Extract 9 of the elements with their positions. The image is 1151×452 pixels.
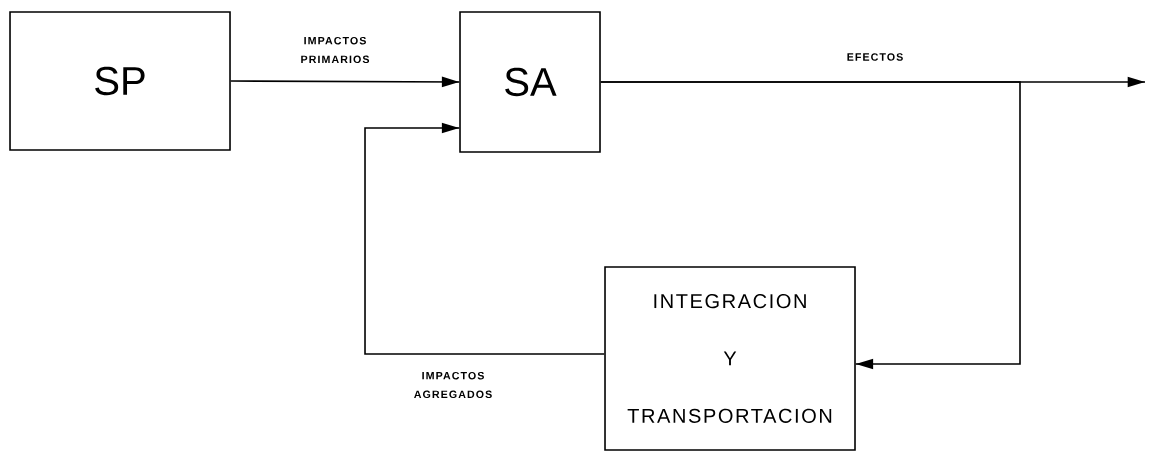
arrow [600, 81, 1021, 370]
process-box: INTEGRACION Y TRANSPORTACION [604, 266, 856, 451]
arrow [364, 122, 605, 355]
arrow [230, 76, 460, 88]
process-box: SP [9, 11, 231, 151]
edge-label: EFECTOS [847, 53, 903, 61]
process-box: SA [459, 11, 601, 153]
edge-label: IMPACTOS AGREGADOS [414, 371, 492, 399]
edge-label: IMPACTOS PRIMARIOS [301, 36, 370, 64]
